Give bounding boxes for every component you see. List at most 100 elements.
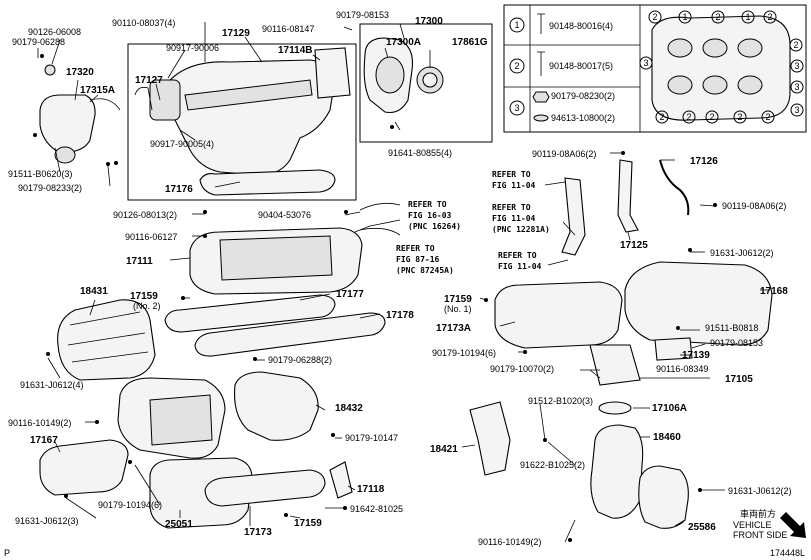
svg-text:(PNC 16264): (PNC 16264) <box>408 222 461 231</box>
legend-panel: 1 90148-80016(4) 2 90148-80017(5) 3 9017… <box>503 4 807 133</box>
legend-part-1: 90148-80016(4) <box>549 21 613 31</box>
svg-text:REFER TO: REFER TO <box>408 200 447 209</box>
converter-18460 <box>590 424 644 519</box>
idle-control-valve <box>37 48 121 164</box>
svg-text:2: 2 <box>737 112 742 122</box>
bracket-17125-a <box>561 177 586 256</box>
washer-icon <box>533 114 549 122</box>
part-label: 17106A <box>652 403 687 414</box>
part-label: 25586 <box>688 522 716 533</box>
bracket-18421 <box>469 401 511 476</box>
legend-part-3b: 94613-10800(2) <box>551 113 615 123</box>
exhaust-pipe-17105 <box>589 344 641 386</box>
part-label: 17167 <box>30 435 58 446</box>
part-label: 17168 <box>760 286 788 297</box>
svg-text:REFER TO: REFER TO <box>492 203 531 212</box>
part-label: 90917-90005(4) <box>150 139 214 149</box>
part-label: 18432 <box>335 403 363 414</box>
svg-text:REFER TO: REFER TO <box>498 251 537 260</box>
part-label: 18431 <box>80 286 108 297</box>
part-label: 25051 <box>165 519 193 530</box>
svg-text:FIG 11-04: FIG 11-04 <box>492 214 536 223</box>
intake-manifold-upper <box>134 47 351 176</box>
part-label: 17159 <box>130 291 158 302</box>
part-label: 90179-10147 <box>345 433 398 443</box>
heat-shield-25586 <box>638 465 689 529</box>
catalytic-converter-front <box>117 377 226 459</box>
part-label: 17178 <box>386 310 414 321</box>
part-labels: 90126-06008 90179-06288 17320 17315A 915… <box>4 10 805 558</box>
part-label: 17125 <box>620 240 648 251</box>
part-label: 17129 <box>222 28 250 39</box>
svg-text:FIG 11-04: FIG 11-04 <box>498 262 542 271</box>
exhaust-manifold-25051 <box>149 457 253 529</box>
svg-text:3: 3 <box>794 61 799 71</box>
part-label: 91631-J0612(2) <box>728 486 792 496</box>
svg-text:1: 1 <box>745 12 750 22</box>
part-label: 17861G <box>452 37 488 48</box>
heat-shield-18432 <box>233 371 319 441</box>
legend-num-1: 1 <box>514 20 519 30</box>
part-label: 90179-06288(2) <box>268 355 332 365</box>
throttle-body <box>363 37 444 114</box>
part-label: 90179-08153 <box>336 10 389 20</box>
part-label: 90119-08A06(2) <box>532 149 596 159</box>
part-label: 90179-10194(6) <box>98 500 162 510</box>
part-label: 90404-53076 <box>258 210 311 220</box>
part-label: 17111 <box>126 256 153 267</box>
part-label: 17320 <box>66 67 94 78</box>
illustration-code: 174448L <box>770 548 805 558</box>
part-label: 91631-J0612(3) <box>15 516 79 526</box>
part-label: 17177 <box>336 289 364 300</box>
svg-text:REFER TO: REFER TO <box>492 170 531 179</box>
gasket-17173 <box>204 469 326 507</box>
svg-text:(PNC 87245A): (PNC 87245A) <box>396 266 454 275</box>
part-label: 90179-10070(2) <box>490 364 554 374</box>
part-label: 90116-10149(2) <box>478 537 541 547</box>
svg-text:2: 2 <box>767 12 772 22</box>
direction-en-1: VEHICLE <box>733 520 772 530</box>
gasket-sketch <box>651 15 791 121</box>
svg-text:3: 3 <box>643 58 648 68</box>
svg-text:2: 2 <box>793 40 798 50</box>
part-label: 17315A <box>80 85 115 96</box>
exhaust-manifold-right <box>494 281 623 349</box>
part-label: 17173 <box>244 527 272 538</box>
part-label: 91511-B0620(3) <box>8 169 72 179</box>
part-label: 17300A <box>386 37 421 48</box>
part-label: 90116-08349 <box>656 364 708 374</box>
svg-text:REFER TO: REFER TO <box>396 244 435 253</box>
arrow-down-right-icon <box>780 512 806 538</box>
part-label: 91631-J0612(4) <box>20 380 84 390</box>
part-label: 91511-B0818 <box>705 323 758 333</box>
part-label: 90116-10149(2) <box>8 418 71 428</box>
part-label: 91641-80855(4) <box>388 148 452 158</box>
part-label: 17105 <box>725 374 753 385</box>
svg-text:FIG 16-03: FIG 16-03 <box>408 211 452 220</box>
part-label: 90116-08147 <box>262 24 314 34</box>
bolt-icon <box>537 13 545 34</box>
part-label: 90179-10194(6) <box>432 348 496 358</box>
part-label: 91622-B1025(2) <box>520 460 585 470</box>
part-label: 17114B <box>278 45 312 56</box>
svg-text:2: 2 <box>765 112 770 122</box>
heat-insulator-17167 <box>39 439 129 496</box>
svg-text:2: 2 <box>686 112 691 122</box>
svg-text:3: 3 <box>794 105 799 115</box>
part-label: 90126-06008 <box>28 27 81 37</box>
part-label: 90116-06127 <box>125 232 177 242</box>
throttle-group-box <box>359 23 493 143</box>
intake-manifold-lower <box>189 202 401 295</box>
part-label: 90110-08037(4) <box>112 18 175 28</box>
part-label: 91512-B1020(3) <box>528 396 593 406</box>
bolt-icon <box>537 51 545 76</box>
svg-text:2: 2 <box>709 112 714 122</box>
part-label: 91642-81025 <box>350 504 403 514</box>
part-label: (No. 2) <box>133 301 161 311</box>
part-label: 17176 <box>165 184 193 195</box>
svg-text:FIG 87-16: FIG 87-16 <box>396 255 440 264</box>
fasteners <box>33 54 717 542</box>
part-label: 90126-08013(2) <box>113 210 177 220</box>
part-label: 17126 <box>690 156 718 167</box>
intake-group-box <box>127 43 357 201</box>
